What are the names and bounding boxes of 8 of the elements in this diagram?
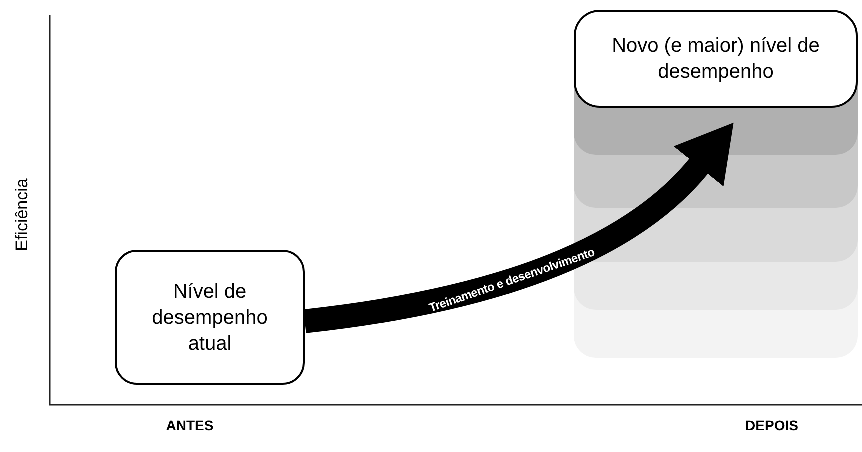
box-text: Nível de desempenho atual: [151, 280, 269, 356]
axis-label: Eficiência: [11, 178, 32, 252]
axis-label: DEPOIS: [746, 416, 798, 436]
axis-label: ANTES: [166, 416, 214, 436]
rounded-box: [115, 250, 305, 385]
curved-arrow: [304, 124, 736, 334]
box-text: Novo (e maior) nível de desempenho: [612, 34, 820, 85]
rounded-box: [574, 10, 858, 108]
